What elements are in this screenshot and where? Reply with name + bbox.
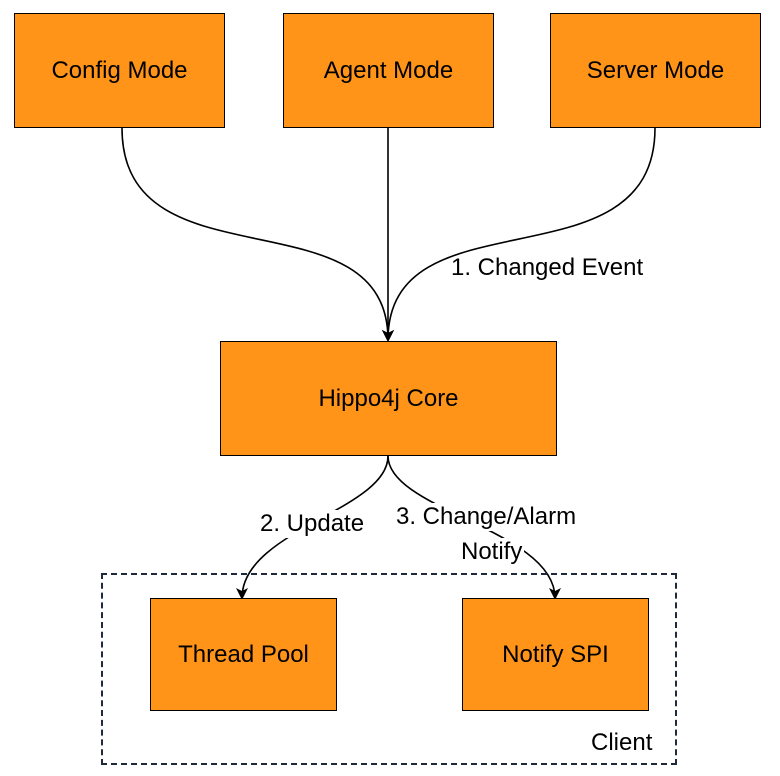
config-mode-label: Config Mode <box>51 56 188 84</box>
notify-spi-label: Notify SPI <box>502 640 609 668</box>
server-mode-node: Server Mode <box>550 13 761 128</box>
client-group <box>101 573 677 765</box>
server-mode-label: Server Mode <box>586 56 725 84</box>
thread-pool-label: Thread Pool <box>178 640 309 668</box>
agent-mode-label: Agent Mode <box>323 56 454 84</box>
edge-config-to-core <box>121 127 394 342</box>
edge-server-to-core <box>382 127 656 342</box>
change-alarm-label: 3. Change/Alarm <box>394 503 579 531</box>
changed-event-label: 1. Changed Event <box>451 254 644 281</box>
agent-mode-node: Agent Mode <box>283 13 494 128</box>
thread-pool-node: Thread Pool <box>150 598 337 711</box>
hippo4j-core-node: Hippo4j Core <box>220 341 557 456</box>
notify-label: Notify <box>459 538 525 566</box>
client-group-label: Client <box>591 729 653 756</box>
update-label: 2. Update <box>258 510 367 538</box>
hippo4j-core-label: Hippo4j Core <box>318 384 459 412</box>
notify-spi-node: Notify SPI <box>462 598 649 711</box>
config-mode-node: Config Mode <box>14 13 225 128</box>
